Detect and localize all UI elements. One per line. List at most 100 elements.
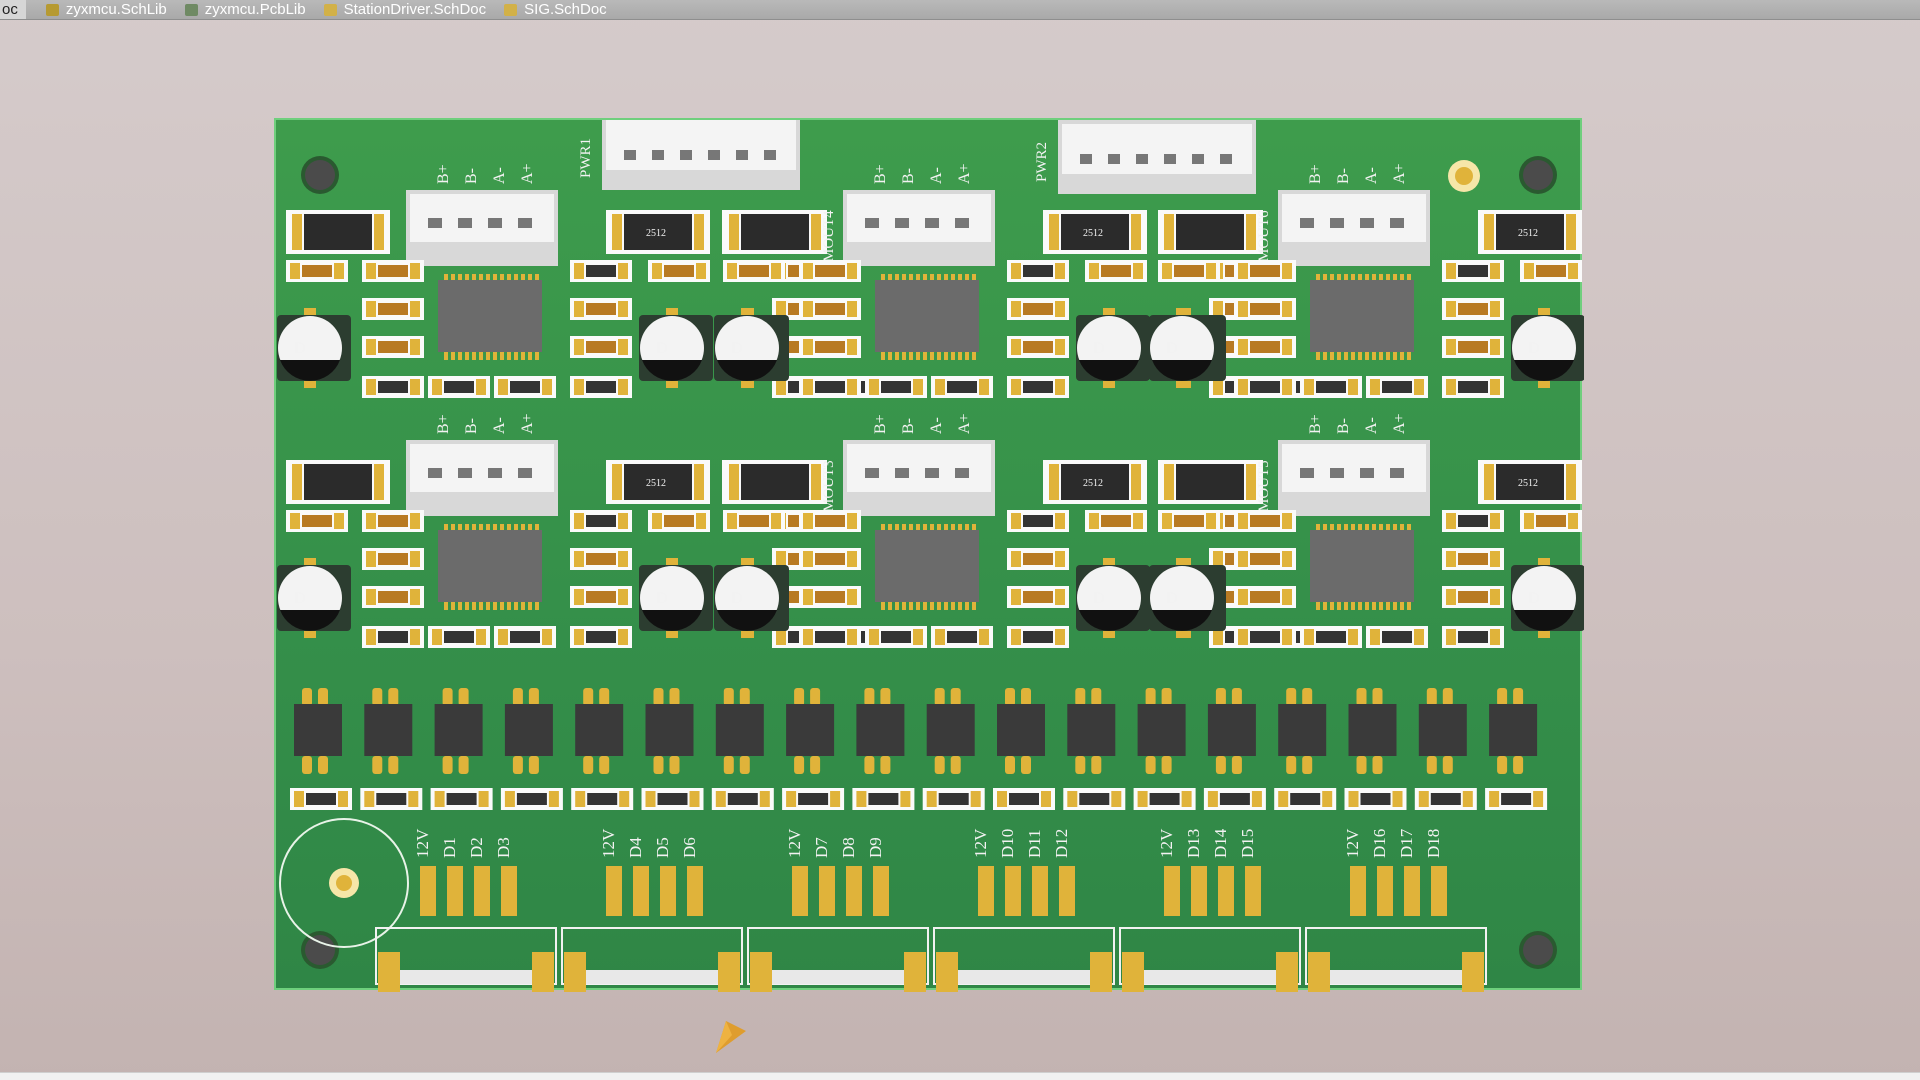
ic-pin bbox=[1386, 602, 1390, 610]
smd-body bbox=[1360, 793, 1391, 805]
resistor-pad bbox=[1164, 464, 1174, 500]
header-pin bbox=[764, 150, 776, 160]
smd-pad bbox=[290, 263, 300, 279]
cap-pad bbox=[1538, 628, 1550, 638]
terminal-pad bbox=[1462, 952, 1484, 992]
smd-body bbox=[510, 381, 540, 393]
ic-pin bbox=[951, 274, 955, 282]
smd-pad bbox=[771, 263, 781, 279]
cap-pad bbox=[1103, 558, 1115, 568]
ic-pin bbox=[916, 274, 920, 282]
cap-pad bbox=[741, 558, 753, 568]
tab-doc[interactable]: oc bbox=[0, 0, 26, 19]
smd-pad bbox=[574, 339, 584, 355]
header-pin bbox=[488, 468, 502, 478]
smd-pad bbox=[410, 339, 420, 355]
tab-label: StationDriver.SchDoc bbox=[343, 1, 487, 18]
fiducial-core bbox=[1455, 167, 1473, 185]
smd-pad bbox=[689, 791, 700, 807]
signal-label: D5 bbox=[653, 837, 672, 858]
motor-driver-ic bbox=[875, 530, 979, 602]
ic-pin bbox=[923, 602, 927, 610]
optocoupler bbox=[856, 704, 905, 756]
smd-pad bbox=[366, 629, 376, 645]
smd-pad bbox=[652, 263, 662, 279]
ic-pin bbox=[528, 274, 532, 282]
ic-pin bbox=[965, 602, 969, 610]
optocoupler bbox=[1348, 704, 1397, 756]
ic-pin bbox=[972, 274, 976, 282]
opto-pin bbox=[1091, 756, 1102, 774]
resistor-marking: 2512 bbox=[1083, 228, 1103, 239]
smd-pad bbox=[979, 629, 989, 645]
header-pin bbox=[652, 150, 664, 160]
smd-pad bbox=[1490, 379, 1500, 395]
cap-pad bbox=[1538, 558, 1550, 568]
header-pin bbox=[708, 150, 720, 160]
header-pin bbox=[518, 218, 532, 228]
ic-pin bbox=[1372, 274, 1376, 282]
origin-marker bbox=[279, 818, 409, 948]
header-pin bbox=[428, 218, 442, 228]
optocoupler bbox=[294, 704, 342, 756]
smd-pad bbox=[1418, 791, 1429, 807]
opto-pin bbox=[302, 688, 312, 706]
ic-pin bbox=[944, 352, 948, 360]
ic-pin bbox=[944, 524, 948, 532]
ic-pin bbox=[902, 602, 906, 610]
pin-label: A+ bbox=[519, 413, 536, 434]
ic-pin bbox=[1351, 524, 1355, 532]
resistor-pad bbox=[1131, 214, 1141, 250]
ic-pin bbox=[1351, 274, 1355, 282]
ic-pin bbox=[486, 524, 490, 532]
smd-pad bbox=[803, 301, 813, 317]
opto-pin bbox=[1021, 688, 1031, 706]
signal-label: 12V bbox=[1343, 828, 1362, 858]
connector-ref: MOUT3 bbox=[821, 460, 837, 512]
opto-pin bbox=[318, 688, 328, 706]
signal-label: 12V bbox=[971, 828, 990, 858]
smd-body bbox=[1458, 381, 1488, 393]
ic-pin bbox=[528, 352, 532, 360]
smd-body bbox=[444, 631, 474, 643]
tab-sig[interactable]: SIG.SchDoc bbox=[496, 0, 617, 19]
tab-stationdriver[interactable]: StationDriver.SchDoc bbox=[316, 0, 497, 19]
smd-pad bbox=[847, 301, 857, 317]
opto-pin bbox=[1302, 756, 1313, 774]
ic-pin bbox=[1316, 602, 1320, 610]
resistor-marking: 2512 bbox=[1083, 478, 1103, 489]
smd-pad bbox=[1011, 589, 1021, 605]
opto-pin bbox=[318, 756, 328, 774]
signal-pad bbox=[1218, 866, 1234, 916]
smd-body bbox=[444, 381, 474, 393]
smd-pad bbox=[338, 791, 348, 807]
signal-label: D11 bbox=[1025, 829, 1044, 858]
tab-schlib[interactable]: zyxmcu.SchLib bbox=[38, 0, 177, 19]
smd-body bbox=[376, 793, 407, 805]
smd-pad bbox=[366, 551, 376, 567]
signal-pad bbox=[1404, 866, 1420, 916]
opto-pin bbox=[1215, 688, 1226, 706]
ic-pin bbox=[493, 602, 497, 610]
header-pin bbox=[865, 218, 879, 228]
ic-pin bbox=[1358, 274, 1362, 282]
cap-pad bbox=[1176, 628, 1188, 638]
smd-body bbox=[1023, 515, 1053, 527]
ic-pin bbox=[521, 352, 525, 360]
smd-pad bbox=[1206, 263, 1216, 279]
schlib-icon bbox=[45, 3, 59, 16]
smd-pad bbox=[869, 629, 879, 645]
ic-pin bbox=[951, 602, 955, 610]
smd-pad bbox=[1348, 379, 1358, 395]
signal-label: D16 bbox=[1370, 829, 1389, 858]
ic-pin bbox=[514, 602, 518, 610]
ic-pin bbox=[1337, 602, 1341, 610]
header-pin bbox=[736, 150, 748, 160]
tab-pcblib[interactable]: zyxmcu.PcbLib bbox=[177, 0, 316, 19]
smd-pad bbox=[574, 589, 584, 605]
cap-pad bbox=[304, 558, 316, 568]
opto-pin bbox=[388, 756, 399, 774]
tab-label: zyxmcu.SchLib bbox=[65, 1, 167, 18]
pcb-board[interactable]: PWR1PWR22512B+B-A-A+DDD2512B+B-A-A+MOUT4… bbox=[274, 118, 1584, 992]
smd-body bbox=[815, 631, 845, 643]
